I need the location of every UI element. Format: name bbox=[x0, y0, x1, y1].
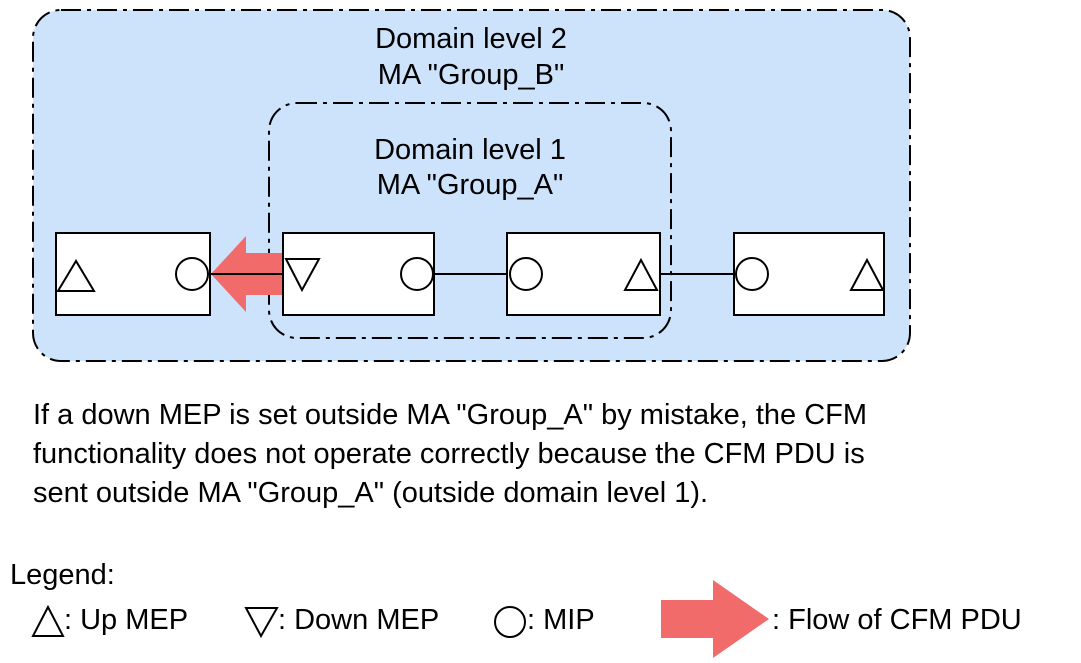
domain-level-1-ma-label: MA "Group_A" bbox=[377, 169, 564, 201]
mip-icon bbox=[175, 257, 209, 291]
domain-level-1-region bbox=[268, 102, 672, 339]
legend-flow-label: : Flow of CFM PDU bbox=[772, 604, 1022, 636]
domain-level-2-ma-label: MA "Group_B" bbox=[378, 59, 565, 91]
description-line: sent outside MA "Group_A" (outside domai… bbox=[33, 477, 709, 509]
up-mep-icon bbox=[849, 257, 885, 291]
description-text: If a down MEP is set outside MA "Group_A… bbox=[33, 396, 1033, 513]
description-line: If a down MEP is set outside MA "Group_A… bbox=[33, 399, 868, 431]
domain-level-1-label: Domain level 1 bbox=[374, 134, 566, 166]
description-line: functionality does not operate correctly… bbox=[33, 438, 865, 470]
down-mep-icon bbox=[284, 258, 321, 293]
legend-title: Legend: bbox=[10, 559, 115, 591]
up-mep-icon bbox=[56, 259, 96, 292]
up-mep-icon bbox=[31, 604, 65, 637]
legend-down-mep-label: : Down MEP bbox=[278, 604, 440, 636]
mip-icon bbox=[400, 257, 434, 291]
cfm-flow-arrow-icon bbox=[661, 580, 769, 658]
up-mep-icon bbox=[623, 257, 659, 291]
mip-icon bbox=[735, 257, 769, 291]
mip-icon bbox=[494, 606, 526, 638]
legend-mip-label: : MIP bbox=[527, 604, 595, 636]
mip-icon bbox=[509, 257, 543, 291]
down-mep-icon bbox=[244, 607, 279, 639]
legend-up-mep-label: : Up MEP bbox=[64, 604, 189, 636]
domain-level-2-label: Domain level 2 bbox=[375, 23, 567, 55]
